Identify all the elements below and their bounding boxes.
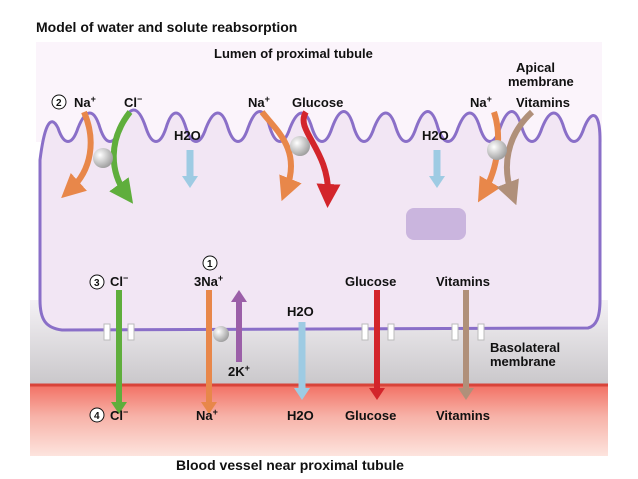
arrow-na-apical-left <box>61 110 94 199</box>
label-h2o-apical-right: H2O <box>422 128 449 143</box>
step-4-badge: 4 <box>89 407 105 423</box>
label-h2o-apical-left: H2O <box>174 128 201 143</box>
blood-vessel <box>30 384 608 456</box>
diagram-title: Model of water and solute reabsorption <box>36 19 297 35</box>
label-glucose-basolateral: Glucose <box>345 274 396 289</box>
arrow-cl-apical <box>109 110 134 204</box>
lumen-label: Lumen of proximal tubule <box>214 46 373 61</box>
label-h2o-blood: H2O <box>287 408 314 423</box>
arrowhead-cl-basolateral <box>111 402 127 414</box>
apical-label-line1: Apical <box>516 60 555 75</box>
step-2-badge: 2 <box>51 94 67 110</box>
arrowhead-na-basolateral <box>201 402 217 414</box>
label-cl-blood: Cl− <box>110 407 128 423</box>
basolateral-label-line2: membrane <box>490 354 556 369</box>
tubule-cell <box>38 108 602 332</box>
label-2k: 2K+ <box>228 363 250 379</box>
svg-text:3: 3 <box>94 278 100 289</box>
cell-smudge <box>406 208 466 240</box>
apical-label-line2: membrane <box>508 74 574 89</box>
label-glucose-apical: Glucose <box>292 95 343 110</box>
label-vitamins-blood: Vitamins <box>436 408 490 423</box>
step-3-badge: 3 <box>89 274 105 290</box>
label-3na: 3Na+ <box>194 273 223 289</box>
label-na-blood: Na+ <box>196 407 218 423</box>
basolateral-channels <box>103 323 485 341</box>
label-glucose-blood: Glucose <box>345 408 396 423</box>
arrow-na-apical-mid <box>259 110 302 202</box>
arrowhead-vitamins-basolateral <box>458 388 474 400</box>
label-cl-apical: Cl− <box>124 94 142 110</box>
arrow-glucose-apical <box>300 110 341 208</box>
arrowhead-glucose-basolateral <box>369 388 385 400</box>
arrowhead-h2o-basolateral <box>294 388 310 400</box>
label-h2o-basolateral: H2O <box>287 304 314 319</box>
label-na-apical-mid: Na+ <box>248 94 270 110</box>
label-cl-basolateral: Cl− <box>110 273 128 289</box>
carrier-na-glucose <box>290 136 310 156</box>
svg-text:2: 2 <box>56 98 62 109</box>
arrowhead-h2o-apical-right <box>429 176 445 188</box>
svg-text:1: 1 <box>207 259 213 270</box>
basolateral-label-line1: Basolateral <box>490 340 560 355</box>
blood-vessel-label: Blood vessel near proximal tubule <box>176 457 404 473</box>
label-na-apical-left: Na+ <box>74 94 96 110</box>
step-1-badge: 1 <box>202 255 218 271</box>
pump-na-k <box>213 326 229 342</box>
arrow-vitamins-apical <box>496 109 535 206</box>
arrowhead-h2o-apical-left <box>182 176 198 188</box>
label-vitamins-basolateral: Vitamins <box>436 274 490 289</box>
label-vitamins-apical: Vitamins <box>516 95 570 110</box>
svg-text:4: 4 <box>94 411 100 422</box>
carrier-na-cl <box>93 148 113 168</box>
carrier-na-vitamins <box>487 140 507 160</box>
label-na-apical-right: Na+ <box>470 94 492 110</box>
arrowhead-k-basolateral <box>231 290 247 302</box>
